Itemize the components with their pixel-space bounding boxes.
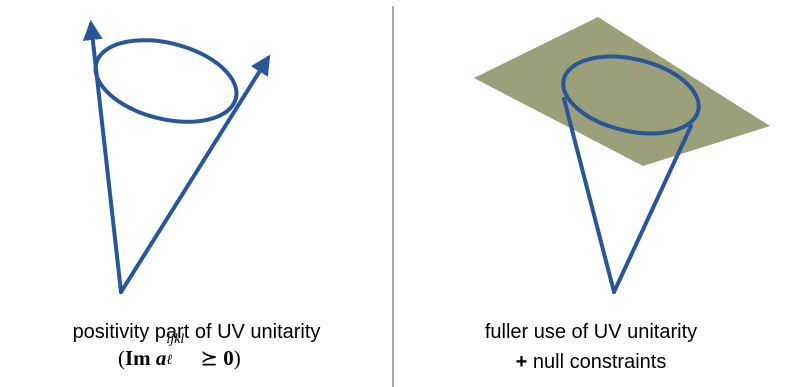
condition-indices: ijkl ℓ	[166, 332, 200, 368]
plus-sign: +	[515, 351, 528, 373]
right-cone-ellipse	[561, 54, 701, 136]
right-cone-diagram	[474, 17, 770, 294]
right-cone-edge-left	[562, 97, 616, 294]
condition-superscript: ijkl	[166, 332, 185, 347]
left-cone-diagram	[82, 20, 271, 294]
condition-relation: ⪰	[200, 346, 219, 370]
right-caption: fuller use of UV unitarity	[484, 321, 698, 343]
left-cone-ellipse	[93, 38, 239, 124]
condition-subscript: ℓ	[166, 353, 173, 368]
right-cone-edge-right	[612, 124, 693, 294]
null-constraint-plane	[474, 17, 770, 166]
right-constraint-line: + null constraints	[395, 350, 787, 374]
left-caption: positivity part of UV unitarity	[72, 321, 321, 343]
constraint-text: null constraints	[532, 351, 667, 373]
condition-value: 0	[223, 346, 234, 370]
condition-open-paren: (	[118, 346, 125, 370]
left-cone-edge-right	[119, 54, 271, 294]
condition-im: Im	[125, 346, 151, 370]
condition-symbol: a	[155, 346, 167, 370]
condition-close-paren: )	[233, 346, 241, 370]
